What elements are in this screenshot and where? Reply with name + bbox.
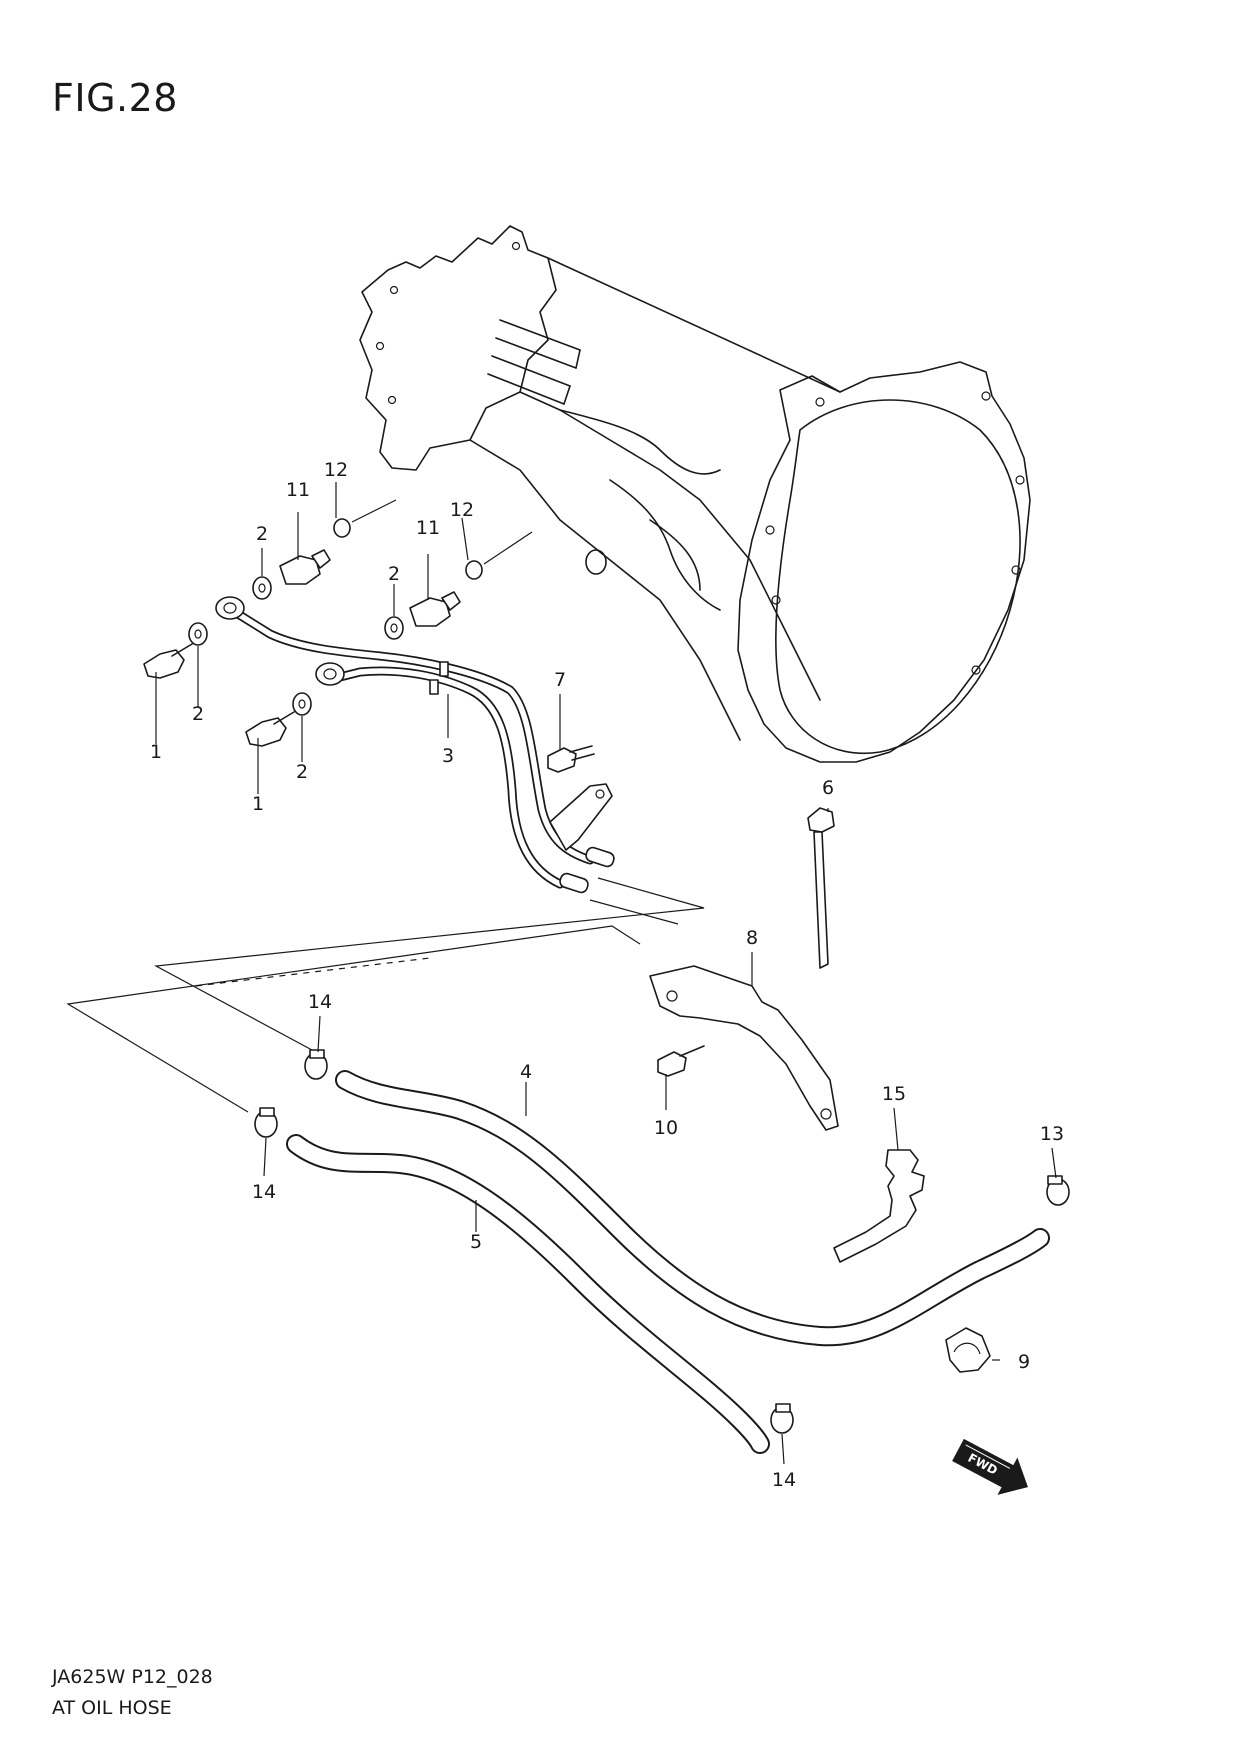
callout-2c: 2 — [256, 523, 268, 545]
hose-clamp-14a — [304, 1049, 328, 1080]
hose-clip-15 — [833, 1149, 925, 1263]
callout-12b: 12 — [450, 499, 474, 521]
callout-12a: 12 — [324, 459, 348, 481]
drawing-code: JA625W P12_028 — [52, 1666, 213, 1688]
callout-labels: 1 1 2 2 2 2 3 4 5 6 7 8 9 10 11 11 12 12… — [150, 459, 1064, 1491]
callout-13: 13 — [1040, 1123, 1064, 1145]
oil-pipe-assembly — [215, 596, 615, 894]
oil-hose-5 — [286, 1134, 770, 1454]
callout-14b: 14 — [252, 1181, 276, 1203]
clamp-9 — [945, 1327, 991, 1373]
drawing-caption: AT OIL HOSE — [52, 1697, 172, 1719]
callout-9: 9 — [1018, 1351, 1030, 1373]
callout-5: 5 — [470, 1231, 482, 1253]
union-bolt-1b — [245, 711, 295, 747]
cable-tie-6 — [807, 807, 835, 969]
o-ring-12a — [333, 518, 351, 538]
callout-11b: 11 — [416, 517, 440, 539]
gasket-2d — [384, 616, 404, 640]
callout-2a: 2 — [192, 703, 204, 725]
callout-10: 10 — [654, 1117, 678, 1139]
pipe-bracket — [549, 783, 613, 851]
callout-2b: 2 — [296, 761, 308, 783]
gasket-2b — [292, 692, 312, 716]
reference-lines — [66, 877, 705, 1113]
union-bolt-11a — [279, 549, 331, 585]
callout-4: 4 — [520, 1061, 532, 1083]
callout-3: 3 — [442, 745, 454, 767]
leader-lines — [155, 482, 1057, 1465]
union-bolt-11b — [409, 591, 461, 627]
bolt-10 — [657, 1045, 705, 1077]
banjo-fitting-lower — [315, 662, 345, 686]
callout-14a: 14 — [308, 991, 332, 1013]
gasket-2a — [188, 622, 208, 646]
hose-clamp-13 — [1046, 1175, 1070, 1206]
callout-14c: 14 — [772, 1469, 796, 1491]
oil-hose-4 — [335, 1070, 1050, 1347]
callout-15: 15 — [882, 1083, 906, 1105]
footer: JA625W P12_028 AT OIL HOSE — [52, 1662, 213, 1724]
figure-title: FIG.28 — [52, 76, 178, 120]
bracket-8 — [649, 965, 839, 1131]
banjo-fitting-upper — [215, 596, 245, 620]
fwd-direction-arrow: FWD — [952, 1438, 1028, 1495]
callout-7: 7 — [554, 669, 566, 691]
o-ring-12b — [465, 560, 483, 580]
callout-6: 6 — [822, 777, 834, 799]
hose-clamp-14b — [254, 1107, 278, 1138]
callout-1a: 1 — [150, 741, 162, 763]
gasket-2c — [252, 576, 272, 600]
transmission-housing — [359, 225, 1031, 763]
bolt-7 — [547, 745, 595, 773]
callout-1b: 1 — [252, 793, 264, 815]
callout-2d: 2 — [388, 563, 400, 585]
callout-8: 8 — [746, 927, 758, 949]
hose-clamp-14c — [770, 1403, 794, 1434]
union-bolt-1a — [143, 643, 193, 679]
callout-11a: 11 — [286, 479, 310, 501]
